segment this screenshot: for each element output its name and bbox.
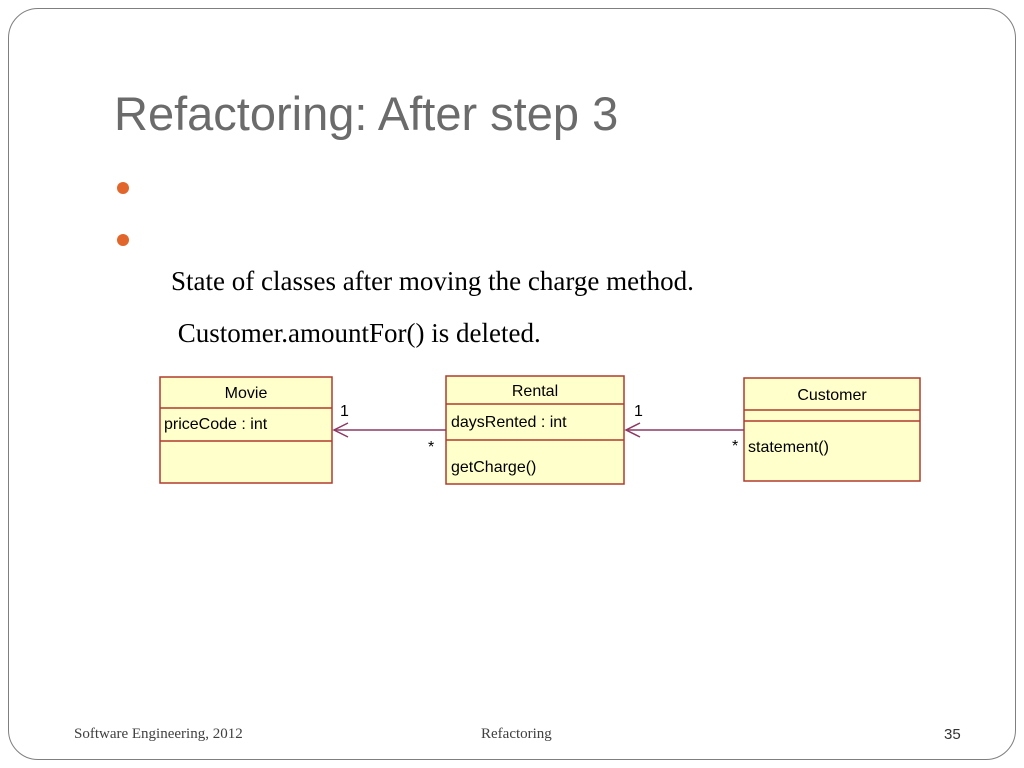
rental-class-box bbox=[445, 375, 625, 485]
bullet-item: State of classes after moving the charge… bbox=[117, 166, 694, 296]
rental-operation: getCharge() bbox=[451, 459, 536, 476]
movie-class-name: Movie bbox=[225, 385, 268, 402]
movie-class: Movie priceCode : int bbox=[159, 376, 333, 484]
slide-title: Refactoring: After step 3 bbox=[114, 87, 619, 140]
footer-topic: Refactoring bbox=[481, 726, 552, 742]
multiplicity-label: * bbox=[732, 438, 738, 455]
multiplicity-label: 1 bbox=[634, 403, 643, 420]
rental-movie-association: 1 * bbox=[332, 403, 446, 456]
slide-number: 35 bbox=[944, 726, 961, 743]
bullet-dot-icon bbox=[117, 234, 129, 246]
bullet-dot-icon bbox=[117, 182, 129, 194]
movie-class-box bbox=[159, 376, 333, 484]
footer-course: Software Engineering, 2012 bbox=[74, 726, 243, 742]
bullet-item: Customer.amountFor() is deleted. bbox=[117, 218, 694, 348]
bullet-text: State of classes after moving the charge… bbox=[171, 266, 694, 296]
multiplicity-label: * bbox=[428, 439, 434, 456]
movie-attribute: priceCode : int bbox=[164, 416, 268, 433]
open-arrowhead-icon bbox=[624, 422, 641, 438]
bullet-list: State of classes after moving the charge… bbox=[117, 166, 694, 348]
customer-rental-association: 1 * bbox=[624, 403, 744, 455]
customer-class: Customer statement() bbox=[743, 377, 921, 482]
bullet-text: Customer.amountFor() is deleted. bbox=[171, 318, 541, 348]
rental-attribute: daysRented : int bbox=[451, 414, 567, 431]
multiplicity-label: 1 bbox=[340, 403, 349, 420]
open-arrowhead-icon bbox=[332, 422, 349, 438]
slide-frame bbox=[8, 8, 1016, 760]
rental-class-name: Rental bbox=[512, 383, 558, 400]
customer-class-box bbox=[743, 377, 921, 482]
customer-operation: statement() bbox=[748, 439, 829, 456]
customer-class-name: Customer bbox=[797, 387, 867, 404]
rental-class: Rental daysRented : int getCharge() bbox=[445, 375, 625, 485]
